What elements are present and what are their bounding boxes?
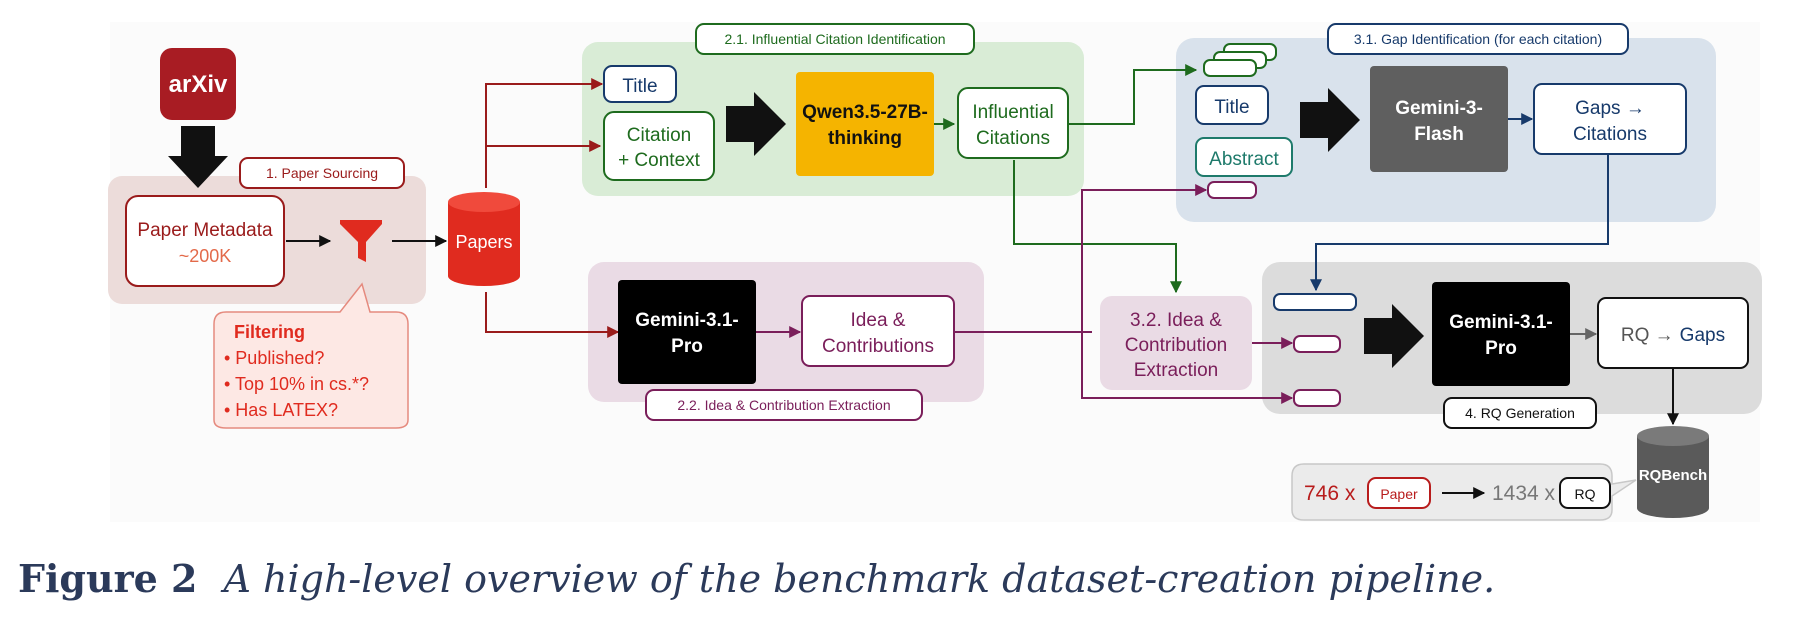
rq-tag — [1559, 477, 1611, 509]
filtering-callout — [213, 282, 409, 429]
citation-id-label: 2.1. Influential Citation Identification — [724, 31, 945, 47]
citation-context-box — [603, 111, 715, 181]
idea-contributions-line2: Contributions — [822, 336, 934, 357]
papers-database-icon — [448, 192, 520, 286]
abstract-box — [1195, 137, 1293, 177]
idea-extraction-label-box — [645, 389, 923, 421]
paper-tag-label: Paper — [1380, 486, 1418, 502]
idea-slot — [1207, 181, 1257, 199]
citation-stack-item — [1203, 59, 1257, 77]
qwen-model-box — [796, 72, 934, 176]
gap-title-box — [1195, 85, 1269, 125]
gemini-pro-rq-line2: Pro — [1485, 338, 1517, 359]
rq-gaps-rq: RQ → — [1621, 325, 1674, 346]
gaps-slot — [1273, 293, 1357, 311]
rq-gaps-gaps: Gaps — [1680, 325, 1725, 346]
paper-sourcing-label: 1. Paper Sourcing — [266, 165, 378, 181]
qwen-model-line2: thinking — [828, 128, 902, 149]
paper-metadata-count: ~200K — [179, 246, 232, 266]
influential-to-idea-contrib-arrow — [1013, 160, 1182, 294]
papers-label: Papers — [455, 232, 512, 252]
figure-caption-text: A high-level overview of the benchmark d… — [223, 557, 1496, 601]
idea-contrib-line1: 3.2. Idea & — [1130, 310, 1222, 331]
gemini-pro-rq-line1: Gemini-3.1- — [1449, 312, 1552, 333]
rqbench-database-icon — [1637, 426, 1709, 518]
idea-contributions-line1: Idea & — [851, 310, 906, 331]
rq-count: 1434 x — [1492, 482, 1556, 505]
paper-sourcing-label-box — [239, 157, 405, 189]
rq-gaps-text: RQ → Gaps — [1621, 325, 1725, 346]
qwen-model-line1: Qwen3.5-27B- — [802, 102, 928, 123]
funnel-icon — [340, 220, 382, 262]
big-right-arrow-icon — [1300, 88, 1360, 152]
idea-contribution-extraction-box — [1100, 296, 1252, 390]
figure-caption: Figure 2 A high-level overview of the ben… — [18, 556, 1495, 602]
filter-criterion-1: • Published? — [224, 348, 324, 368]
paper-metadata-title: Paper Metadata — [137, 220, 273, 241]
gap-id-label-box — [1327, 23, 1629, 55]
idea-extraction-label: 2.2. Idea & Contribution Extraction — [677, 397, 890, 413]
figure-number: Figure 2 — [18, 556, 198, 601]
citation-context-line1: Citation — [627, 125, 691, 146]
gap-id-label: 3.1. Gap Identification (for each citati… — [1354, 31, 1602, 47]
papers-to-gemini-pro-arrow — [485, 292, 620, 338]
gemini-pro-rq-box — [1432, 282, 1570, 386]
paper-metadata-box — [125, 195, 285, 287]
filter-criterion-2: • Top 10% in cs.*? — [224, 374, 369, 394]
influential-citations-line1: Influential — [972, 102, 1053, 123]
down-arrow-icon — [168, 126, 228, 188]
idea-slot-rq — [1293, 389, 1341, 407]
idea-contrib-line3: Extraction — [1134, 360, 1218, 381]
idea-to-gap-slot-arrow — [1081, 184, 1208, 332]
paper-tag — [1367, 477, 1431, 509]
paper-count: 746 x — [1304, 482, 1356, 505]
influential-citations-line2: Citations — [976, 128, 1050, 149]
rqbench-label: RQBench — [1639, 467, 1707, 484]
rq-gen-label: 4. RQ Generation — [1465, 405, 1575, 421]
big-right-arrow-icon — [1364, 304, 1424, 368]
gemini-pro-extraction-line2: Pro — [671, 336, 703, 357]
pipeline-svg: arXiv 1. Paper Sourcing Paper Metadata ~… — [108, 22, 1762, 522]
filter-criterion-3: • Has LATEX? — [224, 400, 338, 420]
gaps-citations-box — [1533, 83, 1687, 155]
citation-context-line2: + Context — [618, 150, 701, 171]
filtering-title: Filtering — [234, 322, 305, 342]
influential-to-gap-arrow — [1068, 64, 1198, 125]
papers-to-title-arrow — [485, 78, 604, 188]
gaps-citations-line2: Citations — [1573, 124, 1647, 145]
idea-contrib-slot — [1293, 335, 1341, 353]
title-box — [603, 65, 677, 103]
gemini-pro-extraction-line1: Gemini-3.1- — [635, 310, 738, 331]
gaps-to-rq-arrow — [1310, 154, 1609, 292]
citation-id-label-box — [695, 23, 975, 55]
idea-contrib-line2: Contribution — [1125, 335, 1227, 356]
big-right-arrow-icon — [726, 92, 786, 156]
gaps-citations-line1: Gaps → — [1575, 98, 1645, 119]
arxiv-logo-text: arXiv — [169, 71, 228, 98]
gemini-flash-line1: Gemini-3- — [1395, 98, 1483, 119]
rq-tag-label: RQ — [1575, 486, 1596, 502]
gemini-pro-extraction-box — [618, 280, 756, 384]
abstract-label: Abstract — [1209, 149, 1279, 170]
idea-to-rq-slot-arrow — [1081, 332, 1294, 404]
arxiv-logo — [160, 48, 236, 120]
gap-title-label: Title — [1214, 97, 1249, 118]
title-box-label: Title — [622, 76, 657, 97]
gemini-flash-box — [1370, 66, 1508, 172]
gemini-flash-line2: Flash — [1414, 124, 1464, 145]
rq-gen-label-box — [1443, 397, 1597, 429]
